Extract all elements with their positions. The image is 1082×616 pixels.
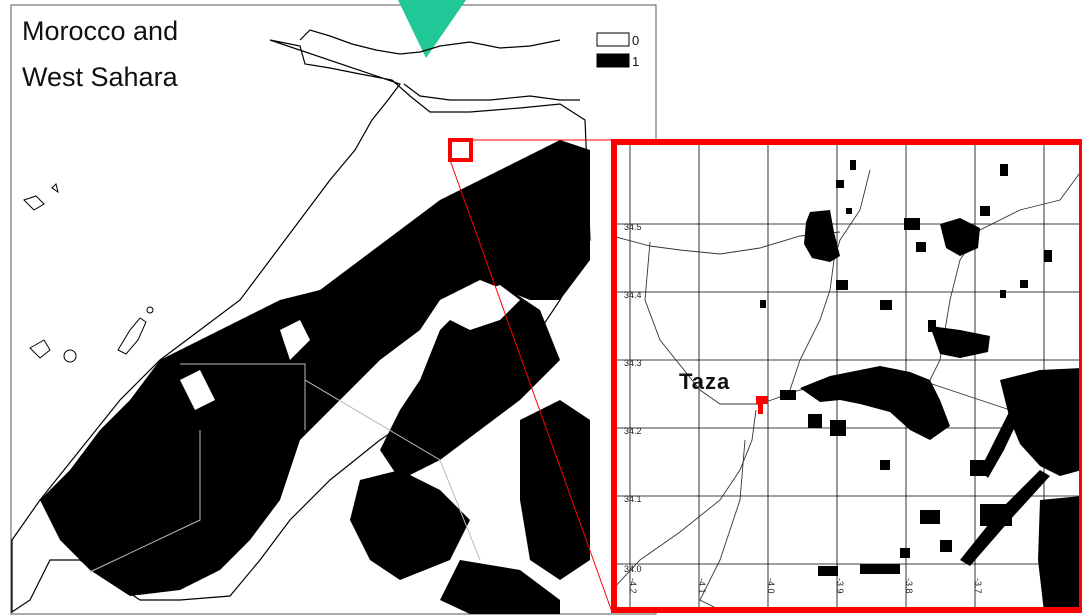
taza-marker-icon <box>756 396 768 414</box>
legend-label-1: 1 <box>632 54 639 69</box>
lat-tick: 34.0 <box>624 564 642 574</box>
city-label: Taza <box>679 369 730 394</box>
lon-tick: -4.1 <box>697 578 707 594</box>
main-map-title-line1: Morocco and <box>22 16 178 46</box>
zoom-box <box>448 138 473 162</box>
legend-swatch-1 <box>596 53 630 68</box>
lat-tick: 34.3 <box>624 358 642 368</box>
main-map-land <box>11 29 591 614</box>
pointer-arrow-icon <box>398 0 466 58</box>
legend-label-0: 0 <box>632 33 639 48</box>
legend-swatch-0 <box>596 32 630 47</box>
lat-tick: 34.4 <box>624 290 642 300</box>
connector-bottom <box>449 159 613 613</box>
lon-tick: -4.0 <box>766 578 776 594</box>
inset-presence <box>760 160 1082 610</box>
legend: 0 1 <box>596 32 639 69</box>
main-map-title-line2: West Sahara <box>22 62 179 92</box>
lat-tick: 34.1 <box>624 494 642 504</box>
lon-tick: -3.9 <box>835 578 845 594</box>
lat-tick: 34.5 <box>624 222 642 232</box>
lon-tick: -4.2 <box>628 578 638 594</box>
lon-tick: -3.7 <box>973 578 983 594</box>
inset-border <box>611 139 1082 613</box>
lon-tick: -3.8 <box>904 578 914 594</box>
lat-tick: 34.2 <box>624 426 642 436</box>
inset-map: Taza 34.5 34.4 34.3 34.2 34.1 34.0 -4.2 … <box>611 139 1082 613</box>
